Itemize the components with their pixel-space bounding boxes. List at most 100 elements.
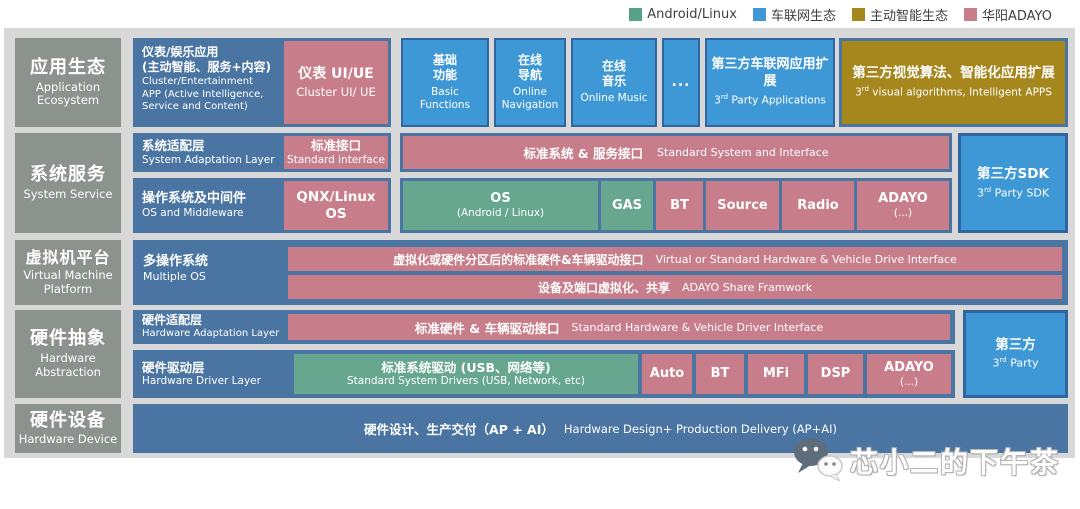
basic-functions-zh: 基础 功能 [432,52,457,82]
standard-hardware-en: Standard Hardware & Vehicle Driver Inter… [571,320,824,334]
legend-swatch-active-intelligence [851,8,865,21]
wechat-icon [792,436,846,486]
multiple-os-en: Multiple OS [143,270,206,284]
box-standard-interface: 标准接口 Standard interface [284,136,388,169]
standard-interface-zh: 标准接口 [310,138,361,154]
box-3rd-party-sdk: 第三方SDK 3rd Party SDK [958,133,1068,233]
bar-standard-hardware-interface: 标准硬件 & 车辆驱动接口 Standard Hardware & Vehicl… [288,314,950,340]
sidebar-zh: 虚拟机平台 [25,248,111,268]
sidebar-zh: 应用生态 [30,56,106,78]
visual-algorithms-en: 3rd visual algorithms, Intelligent APPS [855,85,1052,99]
box-gas: GAS [601,181,653,230]
os-middleware-zh: 操作系统及中间件 [142,190,247,206]
bt-service-label: BT [670,197,689,213]
online-music-zh: 在线 音乐 [601,59,626,89]
hardware-driver-zh: 硬件驱动层 [142,359,205,375]
box-3rd-party-applications: 第三方车联网应用扩展 3rd Party Applications [705,38,835,127]
watermark-text: 芯小二的下午茶 [850,446,1061,479]
box-bt-driver: BT [696,354,744,394]
ellipsis-label: ... [671,73,691,90]
standard-interface-en: Standard interface [287,153,385,166]
box-standard-system-drivers: 标准系统驱动 (USB、网络等) Standard System Drivers… [294,354,638,394]
cluster-ui-en: Cluster UI/ UE [296,85,376,100]
os-services-group: OS (Android / Linux) GAS BT Source Radio… [400,178,952,233]
box-radio: Radio [782,181,854,230]
online-navigation-en: Online Navigation [501,85,559,111]
bar-hardware-design-delivery: 硬件设计、生产交付（AP + AI） Hardware Design+ Prod… [133,404,1068,453]
3rd-party-sdk-en: 3rd Party SDK [976,185,1050,200]
sidebar-item-hardware-device: 硬件设备 Hardware Device [15,404,121,453]
system-adaptation-label: 系统适配层 System Adaptation Layer [133,133,281,172]
sidebar-en: Virtual Machine Platform [23,268,113,297]
box-basic-functions: 基础 功能 Basic Functions [401,38,489,127]
sidebar-zh: 硬件抽象 [30,328,106,350]
standard-hardware-zh: 标准硬件 & 车辆驱动接口 [414,320,560,336]
mfi-label: MFi [762,366,790,382]
box-dsp: DSP [808,354,863,394]
bar-standard-system-interface: 标准系统 & 服务接口 Standard System and Interfac… [400,133,952,172]
hardware-design-en: Hardware Design+ Production Delivery (AP… [563,421,837,436]
virtual-hw-zh: 虚拟化或硬件分区后的标准硬件&车辆驱动接口 [393,252,644,267]
share-framework-zh: 设备及端口虚拟化、共享 [537,280,670,295]
gas-label: GAS [611,197,643,213]
box-qnx-linux-os: QNX/Linux OS [284,181,388,230]
hardware-adaptation-en: Hardware Adaptation Layer [142,328,280,339]
standard-drivers-zh: 标准系统驱动 (USB、网络等) [381,360,551,376]
dsp-label: DSP [820,366,851,382]
source-label: Source [717,197,768,213]
adayo-driver-sublabel: (...) [899,375,919,388]
3rd-party-apps-zh: 第三方车联网应用扩展 [711,57,829,89]
box-online-music: 在线 音乐 Online Music [571,38,657,127]
3rd-party-sdk-zh: 第三方SDK [977,165,1049,182]
sidebar-zh: 系统服务 [30,164,106,186]
os-middleware-en: OS and Middleware [142,207,244,220]
3rd-party-apps-en: 3rd Party Applications [714,92,826,107]
sidebar-item-application-ecosystem: 应用生态 Application Ecosystem [15,38,121,127]
box-cluster-entertainment-app: 仪表/娱乐应用 (主动智能、服务+内容) Cluster/Entertainme… [133,38,391,127]
hardware-driver-en: Hardware Driver Layer [142,375,261,388]
legend-label: 华阳ADAYO [981,9,1052,24]
hardware-adaptation-label: 硬件适配层 Hardware Adaptation Layer [142,313,279,341]
legend-label: 主动智能生态 [869,9,948,24]
radio-label: Radio [797,197,839,213]
cluster-app-zh: 仪表/娱乐应用 (主动智能、服务+内容) [142,45,272,74]
sidebar-en: Application Ecosystem [35,79,101,108]
box-hardware-driver-layer: 硬件驱动层 Hardware Driver Layer 标准系统驱动 (USB、… [133,350,955,398]
box-3rd-visual-algorithms: 第三方视觉算法、智能化应用扩展 3rd visual algorithms, I… [839,38,1068,127]
adayo-driver-label: ADAYO [884,359,934,375]
box-multiple-os: 多操作系统 Multiple OS 虚拟化或硬件分区后的标准硬件&车辆驱动接口 … [133,240,1068,305]
app-boxes-group: 基础 功能 Basic Functions 在线 导航 Online Navig… [401,38,835,127]
sidebar-en: Hardware Device [18,432,118,447]
legend-swatch-android-linux [629,8,643,21]
cluster-ui-zh: 仪表 UI/UE [298,65,374,82]
bar-adayo-share-framework: 设备及端口虚拟化、共享 ADAYO Share Framwork [288,275,1062,299]
bt-driver-label: BT [710,366,730,382]
os-sublabel: (Android / Linux) [456,207,545,219]
standard-system-zh: 标准系统 & 服务接口 [523,146,644,161]
box-online-navigation: 在线 导航 Online Navigation [494,38,566,127]
hardware-driver-label: 硬件驱动层 Hardware Driver Layer [137,354,290,394]
hardware-adaptation-zh: 硬件适配层 [142,313,203,327]
box-source: Source [706,181,779,230]
box-bt-service: BT [656,181,703,230]
legend: Android/Linux 车联网生态 主动智能生态 华阳ADAYO [629,5,1052,24]
box-3rd-party: 第三方 3rd Party [963,310,1068,398]
online-navigation-zh: 在线 导航 [517,52,542,82]
legend-swatch-telematics [752,8,766,21]
legend-swatch-adayo [963,8,977,21]
qnx-linux-os-label: QNX/Linux OS [296,188,376,222]
watermark: 芯小二的下午茶 [792,436,1060,486]
box-os-and-middleware: 操作系统及中间件 OS and Middleware QNX/Linux OS [133,178,391,233]
auto-label: Auto [649,366,685,382]
legend-item-active-intelligence: 主动智能生态 [851,5,948,24]
hardware-design-zh: 硬件设计、生产交付（AP + AI） [364,422,554,437]
visual-algorithms-zh: 第三方视觉算法、智能化应用扩展 [852,65,1055,82]
system-adaptation-en: System Adaptation Layer [142,153,275,166]
box-hardware-adaptation-layer: 硬件适配层 Hardware Adaptation Layer 标准硬件 & 车… [133,310,955,344]
standard-system-en: Standard System and Interface [657,146,829,159]
virtual-hw-en: Virtual or Standard Hardware & Vehicle D… [655,252,957,266]
cluster-app-label: 仪表/娱乐应用 (主动智能、服务+内容) Cluster/Entertainme… [133,38,281,127]
cluster-app-en: Cluster/Entertainment APP (Active Intell… [142,76,264,112]
multiple-os-label: 多操作系统 Multiple OS [143,254,208,284]
